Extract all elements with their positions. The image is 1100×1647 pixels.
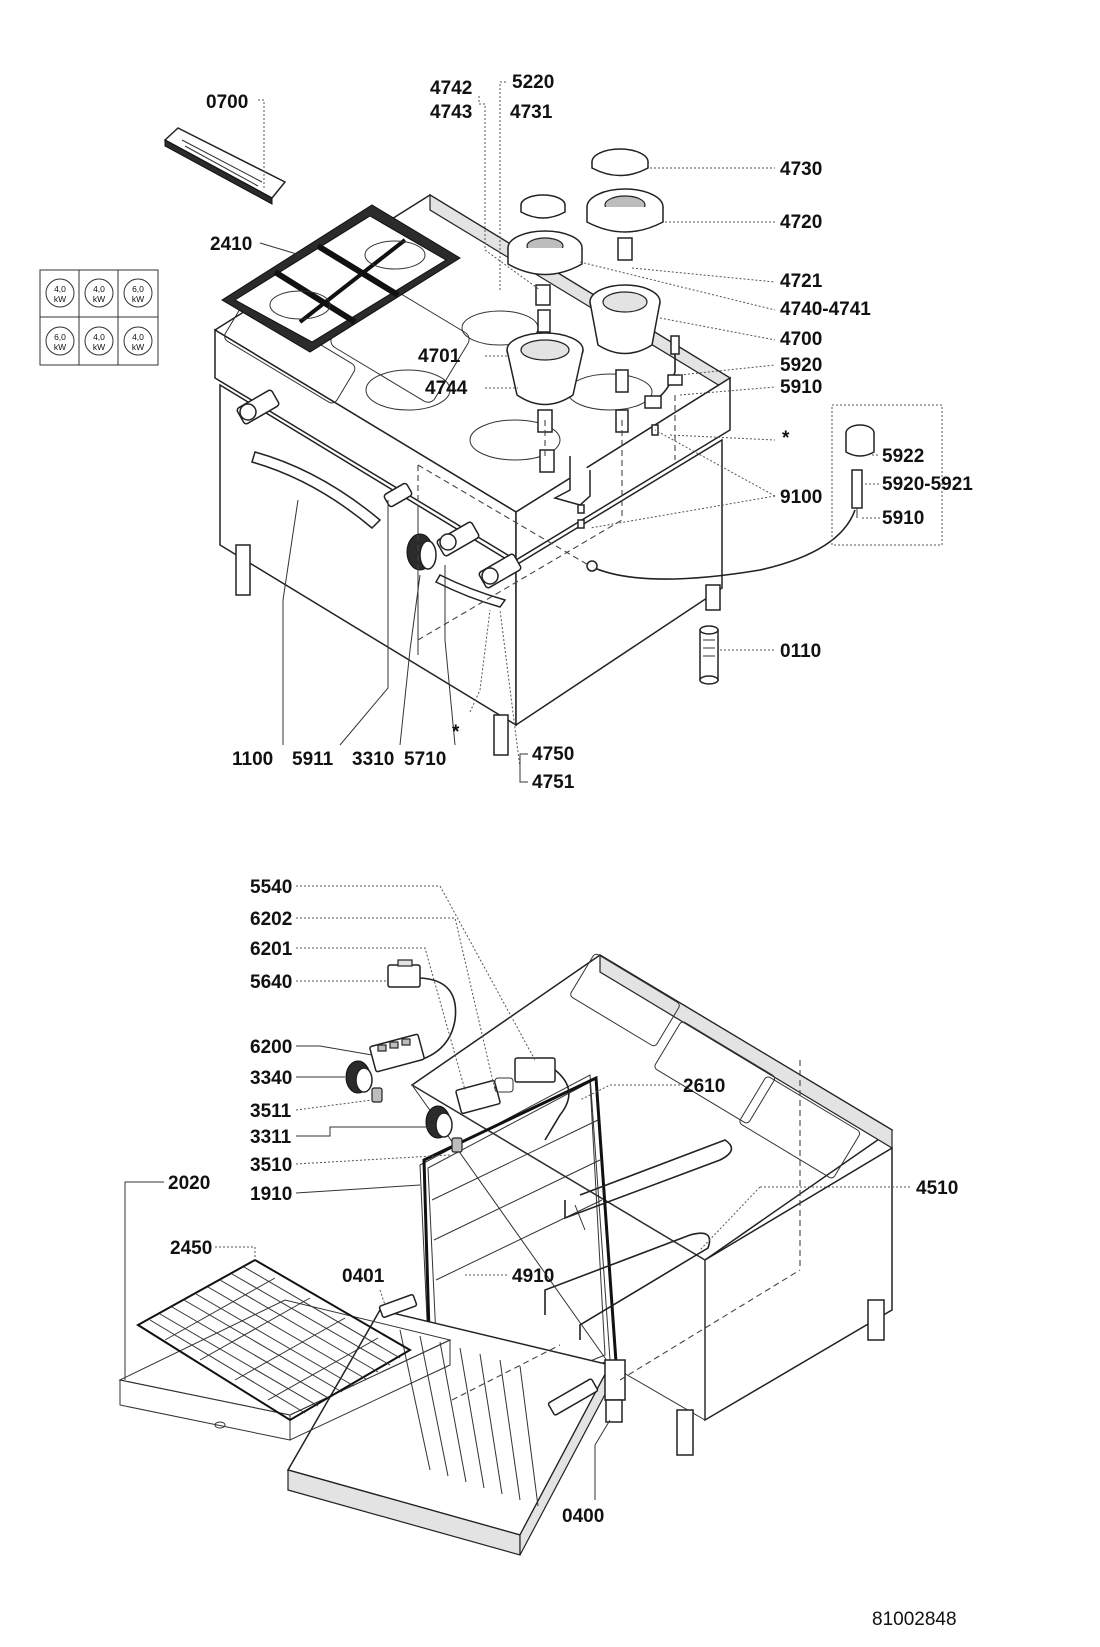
part-label: 6201 (250, 939, 293, 960)
part-label: 5710 (404, 749, 446, 770)
tube-part (699, 625, 719, 685)
part-label: 4510 (916, 1178, 958, 1199)
control-knob (406, 533, 437, 571)
part-label: 4701 (418, 346, 461, 367)
part-label: 5922 (882, 446, 924, 467)
heating-element (544, 1139, 733, 1340)
part-label: 2410 (210, 234, 252, 255)
part-label: 3340 (250, 1068, 292, 1089)
part-label: 5220 (512, 72, 554, 93)
part-label: 4731 (510, 102, 553, 123)
part-label: 3510 (250, 1155, 292, 1176)
part-label: 0400 (562, 1506, 604, 1527)
part-label: 2610 (683, 1076, 725, 1097)
part-label: 1910 (250, 1184, 292, 1205)
part-label: 3311 (250, 1127, 292, 1148)
svg-text:4,0: 4,0 (93, 284, 105, 294)
part-label: * (782, 428, 790, 449)
power-cell: 6,0kW (123, 278, 153, 308)
handle-bar-part (163, 127, 287, 205)
part-label: 4744 (425, 378, 468, 399)
svg-text:kW: kW (54, 342, 66, 352)
part-label: 2020 (168, 1173, 210, 1194)
construction-lines (417, 395, 676, 641)
part-label: 4700 (780, 329, 822, 350)
power-cell: 4,0kW (45, 278, 75, 308)
part-label: 6202 (250, 909, 292, 930)
part-label: 4743 (430, 102, 472, 123)
svg-text:kW: kW (132, 342, 144, 352)
part-label: 0110 (780, 641, 821, 662)
power-cell: 6,0kW (45, 326, 75, 356)
part-label: 5920 (780, 355, 822, 376)
part-label: 3310 (352, 749, 394, 770)
part-label: 4742 (430, 78, 472, 99)
part-label: 9100 (780, 487, 822, 508)
part-label: 4740-4741 (780, 299, 871, 320)
svg-text:kW: kW (93, 294, 105, 304)
burner-bodies (506, 284, 661, 473)
oven-knobs (345, 1060, 463, 1153)
power-cell: 4,0kW (123, 326, 153, 356)
detail-box (831, 404, 943, 546)
power-cell: 4,0kW (84, 326, 114, 356)
top-assembly: 4,0kW 4,0kW 6,0kW 6,0kW 4,0kW 4,0kW (39, 72, 973, 793)
power-cell: 4,0kW (84, 278, 114, 308)
thermocouple-assembly (552, 335, 683, 529)
electrical-components (369, 959, 570, 1141)
part-label: 5920-5921 (882, 474, 973, 495)
svg-text:6,0: 6,0 (132, 284, 144, 294)
part-label: 4910 (512, 1266, 554, 1287)
part-label: 5640 (250, 972, 292, 993)
part-label: 5910 (882, 508, 924, 529)
svg-text:4,0: 4,0 (54, 284, 66, 294)
door-hinge (604, 1359, 626, 1423)
part-label: 0401 (342, 1266, 385, 1287)
construction-lines-bottom (451, 1060, 801, 1401)
svg-text:kW: kW (93, 342, 105, 352)
part-label: 6200 (250, 1037, 292, 1058)
part-label: 3511 (250, 1101, 292, 1122)
svg-text:4,0: 4,0 (132, 332, 144, 342)
svg-text:kW: kW (54, 294, 66, 304)
part-label: 2450 (170, 1238, 212, 1259)
part-label: 4720 (780, 212, 822, 233)
svg-text:4,0: 4,0 (93, 332, 105, 342)
part-label: 4730 (780, 159, 822, 180)
burner-caps (507, 148, 664, 306)
oven-rack (136, 1258, 412, 1422)
svg-text:kW: kW (132, 294, 144, 304)
leader-lines-bottom (124, 885, 912, 1500)
part-label: 5910 (780, 377, 822, 398)
part-label: 0700 (206, 92, 248, 113)
part-label: 4721 (780, 271, 823, 292)
oven-cabinet (410, 953, 894, 1456)
part-label: 5911 (292, 749, 334, 770)
thermocouple-line (589, 509, 856, 580)
drawing-number: 81002848 (872, 1609, 957, 1630)
svg-text:6,0: 6,0 (54, 332, 66, 342)
bottom-assembly: 5540 6202 6201 5640 6200 3340 3511 3311 … (118, 877, 958, 1556)
power-rating-grid: 4,0kW 4,0kW 6,0kW 6,0kW 4,0kW 4,0kW (39, 269, 159, 366)
part-label: * (452, 722, 460, 743)
pan-support-grate (221, 204, 461, 353)
part-label: 4751 (532, 772, 575, 793)
gas-valves (236, 389, 522, 589)
part-label: 1100 (232, 749, 273, 770)
part-label: 4750 (532, 744, 574, 765)
leader-lines (258, 81, 880, 783)
part-label: 5540 (250, 877, 292, 898)
